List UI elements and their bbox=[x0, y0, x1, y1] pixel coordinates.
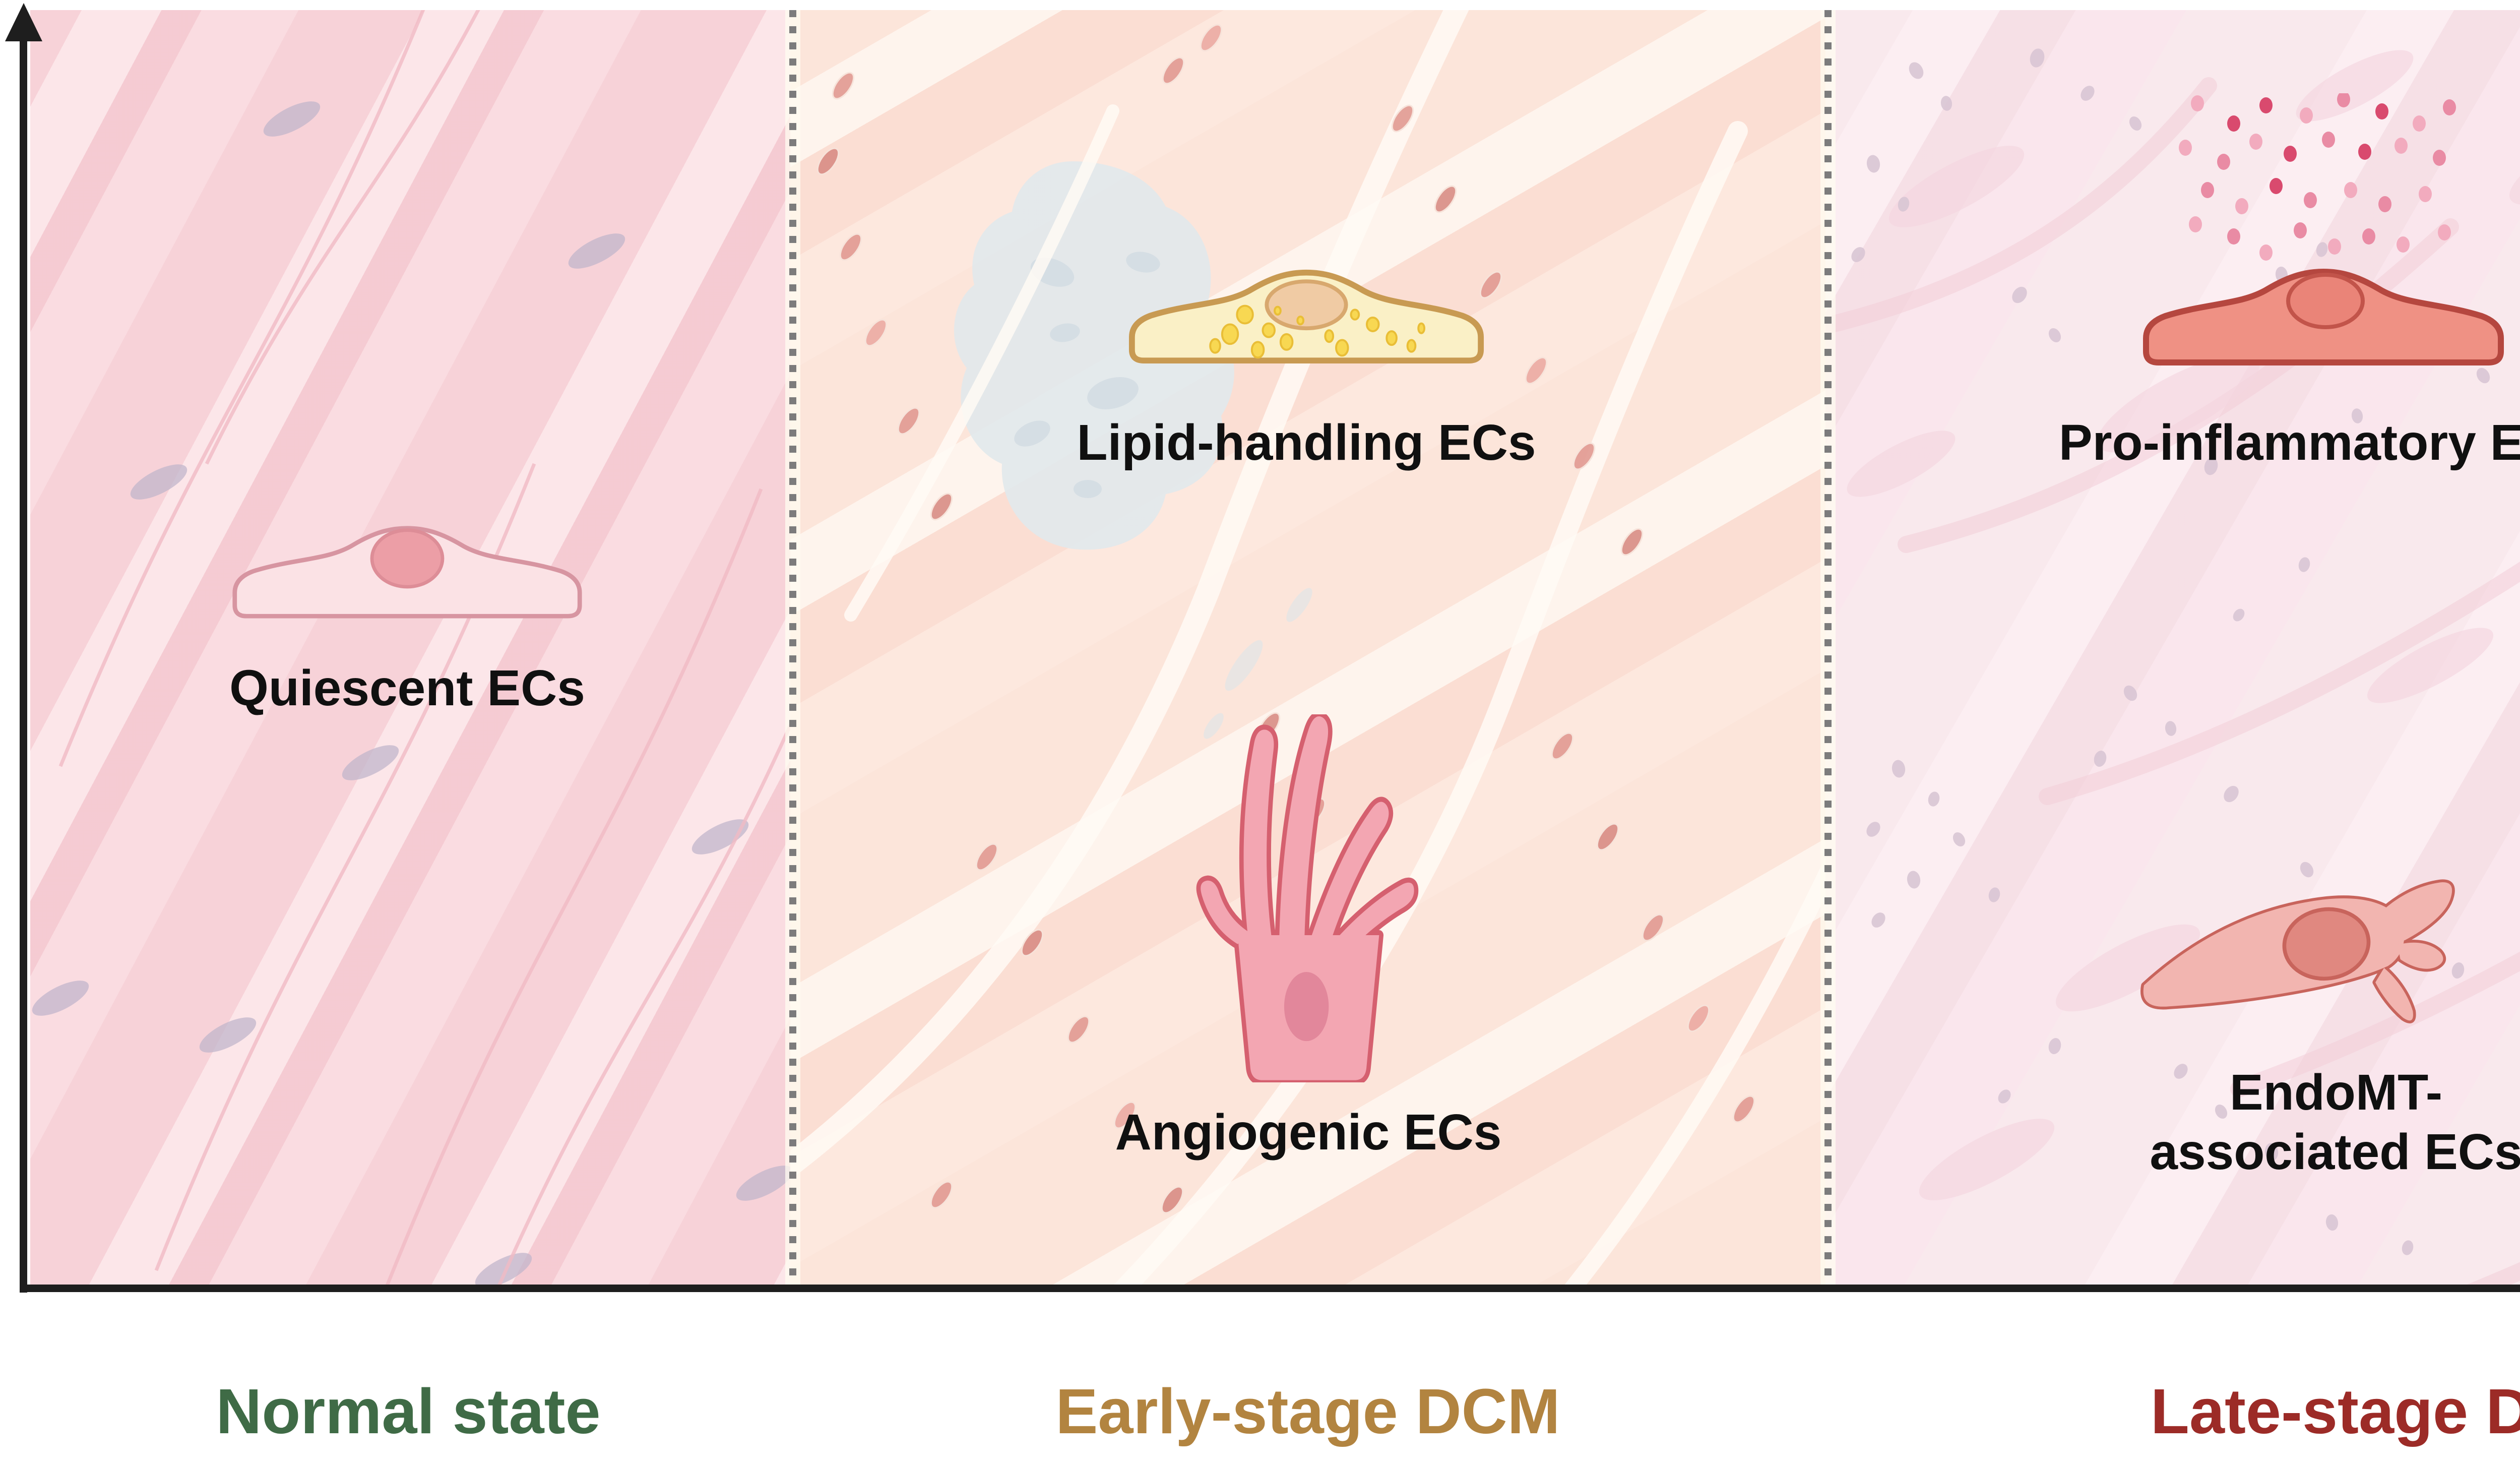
cardiac-muscle-texture-normal bbox=[32, 10, 790, 1285]
cell-label-angiogenic: Angiogenic ECs bbox=[1115, 1104, 1502, 1161]
cardiac-muscle-texture-early-dcm bbox=[790, 10, 1825, 1285]
x-axis-line bbox=[20, 1285, 2520, 1292]
panel-late-stage-dcm bbox=[1825, 10, 2520, 1285]
stage-label-early-stage-dcm: Early-stage DCM bbox=[1055, 1376, 1560, 1447]
panel-normal-state bbox=[30, 10, 790, 1285]
cell-label-pro-inflammatory: Pro-inflammatory ECs bbox=[2058, 414, 2520, 471]
fibrotic-tissue-texture-late-dcm bbox=[1825, 48, 2520, 1285]
pro-inflammatory-ec-icon bbox=[2137, 93, 2510, 365]
adipose-blob bbox=[954, 161, 1234, 550]
stage-label-normal-state: Normal state bbox=[216, 1376, 601, 1447]
y-axis-line bbox=[20, 36, 27, 1293]
cell-angiogenic-ec: Angiogenic ECs bbox=[1115, 714, 1501, 1162]
y-axis-arrow-icon bbox=[5, 3, 42, 41]
cell-endomt-associated-ec: EndoMT- associated ECs bbox=[2134, 867, 2520, 1182]
cell-lipid-handling-ec: Lipid-handling ECs bbox=[1077, 268, 1536, 472]
quiescent-ec-icon bbox=[231, 523, 584, 619]
angiogenic-ec-icon bbox=[1182, 714, 1434, 1082]
cell-quiescent-ec: Quiescent ECs bbox=[229, 523, 585, 718]
stage-label-late-stage-dcm: Late-stage DCM bbox=[2150, 1376, 2520, 1447]
cell-label-endomt: EndoMT- associated ECs bbox=[2150, 1063, 2520, 1182]
cytokine-dots bbox=[2179, 93, 2456, 261]
cell-label-endomt-line2: associated ECs bbox=[2150, 1124, 2520, 1180]
cell-label-endomt-line1: EndoMT- bbox=[2229, 1064, 2443, 1121]
lipid-handling-ec-icon bbox=[1128, 268, 1485, 363]
cell-pro-inflammatory-ec: Pro-inflammatory ECs bbox=[2059, 93, 2520, 472]
cell-label-lipid-handling: Lipid-handling ECs bbox=[1077, 414, 1536, 471]
cell-label-quiescent: Quiescent ECs bbox=[229, 660, 585, 716]
stage-divider-dashed-line-1 bbox=[789, 10, 796, 1285]
endomt-associated-ec-icon bbox=[2134, 867, 2520, 1028]
stage-divider-dashed-line-2 bbox=[1824, 10, 1832, 1285]
